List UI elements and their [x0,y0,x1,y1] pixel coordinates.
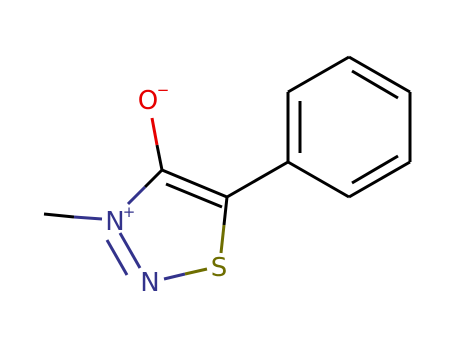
bond-n-n-double-b [105,239,129,276]
atom-nitrogen-cation: N [105,207,124,237]
bond-methyl-n-half [73,215,103,221]
bond-ring-2 [287,55,350,94]
bond-c4-o-half [150,117,159,146]
bond-n-s-half [163,272,186,281]
bond-c5-phenyl [226,160,289,199]
bond-ring-5 [348,160,411,199]
atom-labels: O − N + N S [105,81,227,298]
bond-ring-6 [287,160,350,199]
bond-ring-inner-3 [351,154,399,185]
charge-negative: − [157,81,170,99]
atom-nitrogen: N [140,268,159,298]
atom-oxygen: O [138,86,158,116]
bonds [43,55,412,281]
bond-c4-c5-a [161,168,228,199]
bond-s-c5-half [222,196,229,226]
bond-c4-c5-b [165,182,223,209]
bond-methyl-n [43,212,75,219]
bond-s-c5 [219,224,226,254]
bond-c4-n-half [126,185,147,206]
bond-c4-o [155,144,164,171]
bond-n-n-double-a [118,232,142,269]
bond-ring-inner-2 [351,69,399,100]
atom-sulfur: S [211,253,228,283]
bond-c4-n [143,168,164,189]
bond-n-s [184,267,208,276]
bond-ring-3 [348,55,411,94]
charge-positive: + [123,203,136,221]
